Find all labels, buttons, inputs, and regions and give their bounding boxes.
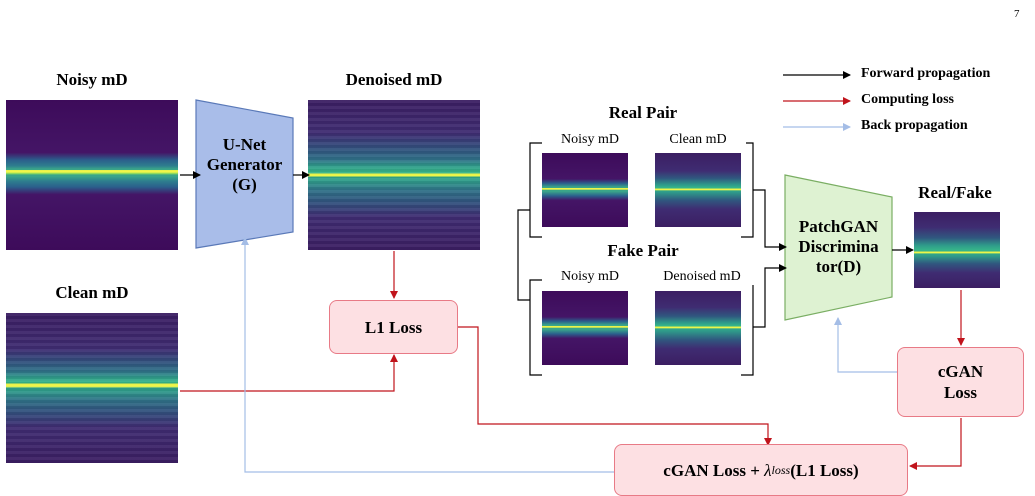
fake-pair-denoised-image xyxy=(655,291,741,365)
generator-label: U-Net Generator (G) xyxy=(196,135,293,195)
discriminator-label-line1: PatchGAN xyxy=(798,217,879,236)
denoised-md-title: Denoised mD xyxy=(345,70,443,89)
noisy-md-title: Noisy mD xyxy=(56,70,128,89)
real-pair-clean-label: Clean mD xyxy=(650,132,746,148)
l1-loss-box: L1 Loss xyxy=(329,300,458,354)
real-pair-bracket xyxy=(529,142,542,238)
page-number: 7 xyxy=(1014,8,1020,20)
real-pair-noisy-image xyxy=(542,153,628,227)
arrow-cgan-to-total xyxy=(909,418,962,470)
clean-md-image xyxy=(6,313,178,463)
clean-md-title: Clean mD xyxy=(55,283,129,302)
generator-label-line2: Generator xyxy=(206,155,283,174)
discriminator-label: PatchGAN Discrimina tor(D) xyxy=(785,217,892,277)
real-pair-title: Real Pair xyxy=(608,103,678,122)
generator-shape xyxy=(195,99,294,249)
arrow-total-to-generator xyxy=(241,237,614,473)
noisy-md-image xyxy=(6,100,178,250)
total-loss-prefix: cGAN Loss + xyxy=(663,460,765,480)
denoised-md-image xyxy=(308,100,480,250)
discriminator-label-line3: tor(D) xyxy=(815,257,862,276)
arrow-l1-to-total xyxy=(458,326,772,446)
fake-pair-noisy-image xyxy=(542,291,628,365)
pairs-brace xyxy=(517,209,530,301)
fake-pair-noisy-label: Noisy mD xyxy=(542,269,638,285)
legend-back-label: Back propagation xyxy=(861,118,968,133)
real-pair-noisy-label: Noisy mD xyxy=(542,132,638,148)
fake-pair-denoised-label: Denoised mD xyxy=(650,269,754,285)
arrow-real-pair-to-discriminator xyxy=(753,189,787,251)
generator-label-line1: U-Net xyxy=(222,135,267,154)
cgan-loss-line2: Loss xyxy=(943,383,978,402)
real-pair-clean-image xyxy=(655,153,741,227)
diagram-canvas xyxy=(180,71,965,473)
cgan-loss-box: cGAN Loss xyxy=(897,347,1024,417)
arrow-cgan-to-discriminator xyxy=(834,317,897,373)
generator-label-line3: (G) xyxy=(232,175,257,194)
arrow-clean-to-l1 xyxy=(180,354,398,392)
total-loss-suffix: (L1 Loss) xyxy=(790,460,859,480)
arrow-fake-pair-to-discriminator xyxy=(753,264,787,328)
fake-pair-bracket xyxy=(529,279,542,376)
total-loss-lambda: λ xyxy=(764,460,772,480)
legend-loss-label: Computing loss xyxy=(861,92,954,107)
cgan-loss-line1: cGAN xyxy=(937,362,984,381)
fake-pair-title: Fake Pair xyxy=(607,241,679,260)
total-loss-box: cGAN Loss + λ loss (L1 Loss) xyxy=(614,444,908,496)
total-loss-subscript: loss xyxy=(771,462,791,477)
discriminator-label-line2: Discrimina xyxy=(798,237,879,256)
legend-forward-label: Forward propagation xyxy=(861,66,991,81)
real-fake-output-image xyxy=(914,212,1000,288)
real-fake-title: Real/Fake xyxy=(918,183,992,202)
